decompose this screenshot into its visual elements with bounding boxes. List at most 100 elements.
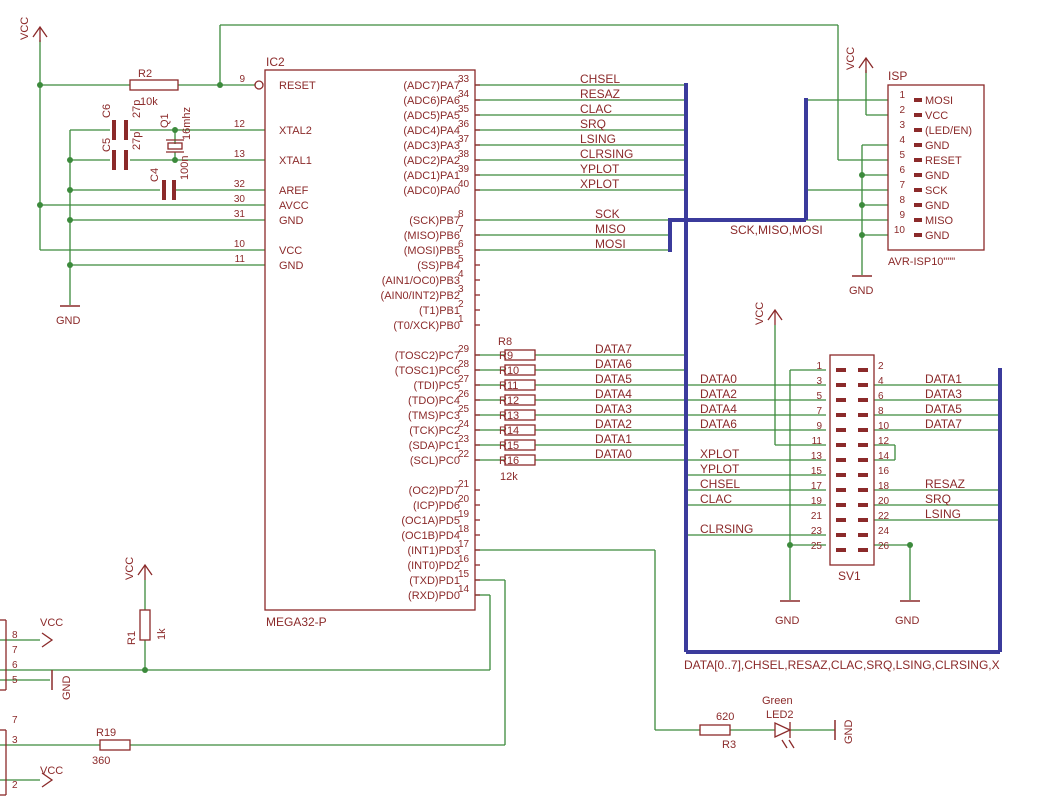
- net-label: DATA1: [595, 432, 632, 446]
- data-bus-label: DATA[0..7],CHSEL,RESAZ,CLAC,SRQ,LSING,CL…: [684, 658, 1000, 672]
- sv1-pin-marker: [836, 413, 846, 417]
- mcu-pin-name: (RXD)PD0: [408, 590, 460, 602]
- mcu-pin-name: (MOSI)PB5: [404, 245, 460, 257]
- isp-pin-number: 10: [894, 225, 906, 236]
- sv1-ref: SV1: [838, 569, 861, 583]
- connector-pin-number: 7: [12, 715, 18, 726]
- c4-capacitor: [162, 180, 176, 200]
- mcu-ic2: [264, 69, 476, 611]
- sv1-pin-marker: [836, 443, 846, 447]
- r19-value: 360: [92, 755, 110, 767]
- sv1-pin-marker: [858, 548, 868, 552]
- gnd-label: GND: [895, 615, 920, 627]
- connector-pin-number: 7: [12, 645, 18, 656]
- mcu-pin-number: 7: [458, 224, 464, 235]
- array-resistor: [504, 379, 536, 391]
- sv1-pin-marker: [836, 473, 846, 477]
- q1-value: 16mhz: [181, 107, 193, 140]
- isp-pin-marker: [914, 143, 922, 147]
- array-resistor: [504, 439, 536, 451]
- mcu-pin-number: 21: [458, 479, 470, 490]
- sv1-pin-marker: [836, 368, 846, 372]
- mcu-pin-number: 29: [458, 344, 470, 355]
- sv1-pin-marker: [858, 458, 868, 462]
- q1-ref: Q1: [159, 113, 171, 128]
- isp-pin-name: SCK: [925, 185, 948, 197]
- sv1-net-label: DATA4: [700, 402, 737, 416]
- array-resistor-ref: R16: [499, 455, 519, 467]
- array-resistor: [504, 394, 536, 406]
- mcu-pin-number: 32: [234, 179, 246, 190]
- mcu-ref: IC2: [266, 55, 285, 69]
- isp-pin-marker: [914, 158, 922, 162]
- gnd-label: GND: [61, 676, 73, 701]
- array-resistor: [504, 454, 536, 466]
- vcc-label: VCC: [845, 47, 857, 70]
- sv1-pin-marker: [858, 428, 868, 432]
- sv1-pin-number: 3: [816, 376, 822, 387]
- isp-pin-number: 6: [899, 165, 905, 176]
- isp-pin-number: 4: [899, 135, 905, 146]
- sv1-net-label: XPLOT: [700, 447, 740, 461]
- isp-pin-name: GND: [925, 170, 950, 182]
- left-connector-lower: [0, 729, 7, 796]
- resistor-array-ref: R8: [498, 336, 512, 348]
- mcu-net-labels: CHSELRESAZCLACSRQLSINGCLRSINGYPLOTXPLOTS…: [580, 72, 633, 461]
- sv1-pin-number: 10: [878, 421, 890, 432]
- mcu-pin-number: 2: [458, 299, 464, 310]
- c5-ref: C5: [101, 138, 113, 152]
- mcu-pin-name: (ADC1)PA1: [403, 170, 460, 182]
- r19-resistor: [99, 739, 131, 751]
- isp-pin-number: 5: [899, 150, 905, 161]
- array-resistor-ref: R13: [499, 410, 519, 422]
- vcc-label: VCC: [40, 765, 63, 777]
- mcu-pin-name: (ICP)PD6: [413, 500, 460, 512]
- mcu-pin-number: 35: [458, 104, 470, 115]
- vcc-label: VCC: [19, 17, 31, 40]
- mcu-pin-number: 28: [458, 359, 470, 370]
- mcu-right-pins: (ADC7)PA733(ADC6)PA634(ADC5)PA535(ADC4)P…: [381, 74, 480, 602]
- mcu-pin-number: 38: [458, 149, 470, 160]
- r1-value: 1k: [156, 628, 168, 640]
- sv1-pin-marker: [858, 533, 868, 537]
- sv1-net-label: DATA7: [925, 417, 962, 431]
- vcc-label: VCC: [124, 557, 136, 580]
- mcu-pin-number: 8: [458, 209, 464, 220]
- mcu-pin-number: 17: [458, 539, 470, 550]
- r1-ref: R1: [126, 631, 138, 645]
- mcu-pin-name: (ADC0)PA0: [403, 185, 460, 197]
- net-label: XPLOT: [580, 177, 620, 191]
- reset-inversion-bubble: [254, 80, 264, 90]
- mcu-pin-name: XTAL1: [279, 155, 312, 167]
- q1-crystal: [166, 139, 184, 153]
- mcu-pin-number: 3: [458, 284, 464, 295]
- mcu-pin-name: (TOSC2)PC7: [395, 350, 460, 362]
- sv1-net-label: DATA1: [925, 372, 962, 386]
- mcu-pin-name: (ADC7)PA7: [403, 80, 460, 92]
- isp-pin-name: VCC: [925, 110, 948, 122]
- mcu-pin-number: 24: [458, 419, 470, 430]
- isp-connector: [887, 84, 985, 251]
- sv1-pin-number: 13: [811, 451, 823, 462]
- mcu-pin-number: 37: [458, 134, 470, 145]
- mcu-pin-name: AREF: [279, 185, 309, 197]
- mcu-value: MEGA32-P: [266, 615, 327, 629]
- sv1-header: [829, 354, 875, 566]
- sv1-pin-number: 18: [878, 481, 890, 492]
- sv1-pin-marker: [858, 473, 868, 477]
- isp-pin-name: MOSI: [925, 95, 953, 107]
- led2-ref: LED2: [766, 709, 794, 721]
- sv1-pin-number: 1: [816, 361, 822, 372]
- net-label: RESAZ: [580, 87, 620, 101]
- mcu-pin-number: 30: [234, 194, 246, 205]
- sv1-pin-marker: [836, 548, 846, 552]
- bus-labels: SCK,MISO,MOSI DATA[0..7],CHSEL,RESAZ,CLA…: [684, 223, 1000, 672]
- sv1-net-label: DATA0: [700, 372, 737, 386]
- mcu-pin-name: (TXD)PD1: [409, 575, 460, 587]
- mcu-pin-number: 9: [239, 74, 245, 85]
- mcu-pin-name: (ADC3)PA3: [403, 140, 460, 152]
- sv1-pin-marker: [836, 398, 846, 402]
- sv1-pin-marker: [858, 413, 868, 417]
